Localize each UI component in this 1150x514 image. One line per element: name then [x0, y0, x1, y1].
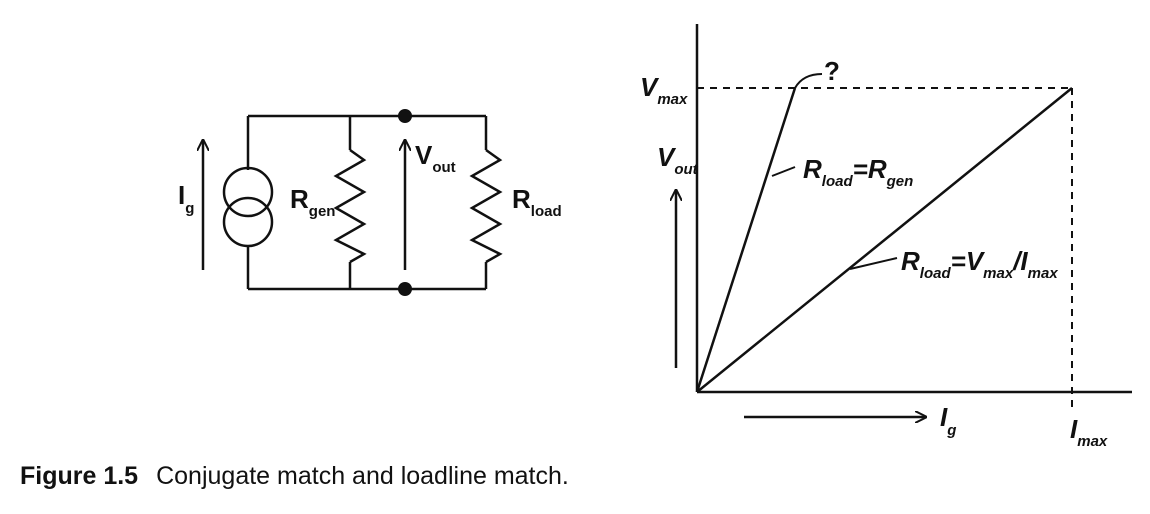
loadline-match-label: Rload=Vmax/Imax	[901, 246, 1058, 282]
question-mark: ?	[824, 56, 840, 86]
loadline-label-leader	[849, 257, 898, 270]
current-source-lower-circle	[222, 196, 274, 248]
rload-label: Rload	[512, 184, 562, 220]
vout-axis-label: Vout	[657, 142, 699, 178]
figure-caption: Figure 1.5 Conjugate match and loadline m…	[20, 462, 569, 491]
rgen-label: Rgen	[290, 184, 335, 220]
figure-drawing: Ig Rgen Vout Rload ? Vmax Vout Ig Imax R…	[178, 24, 1132, 450]
rgen-resistor	[333, 148, 367, 264]
question-leader	[794, 73, 823, 89]
vout-label: Vout	[415, 140, 456, 176]
rload-resistor	[469, 148, 503, 264]
graph	[676, 24, 1132, 417]
current-source-upper-circle	[222, 166, 274, 218]
figure-caption-text: Conjugate match and loadline match.	[156, 462, 569, 490]
output-terminal-top	[398, 109, 412, 123]
figure-number: Figure 1.5	[20, 462, 139, 490]
output-terminal-bottom	[398, 282, 412, 296]
vmax-label: Vmax	[640, 72, 688, 108]
circuit	[203, 109, 503, 296]
conjugate-match-line	[695, 87, 797, 393]
ig-axis-label: Ig	[940, 402, 956, 439]
ig-label: Ig	[178, 180, 194, 217]
imax-label: Imax	[1070, 414, 1108, 450]
conj-label-leader	[771, 166, 796, 177]
loadline-match-line	[696, 87, 1073, 393]
conjugate-match-label: Rload=Rgen	[803, 154, 913, 190]
